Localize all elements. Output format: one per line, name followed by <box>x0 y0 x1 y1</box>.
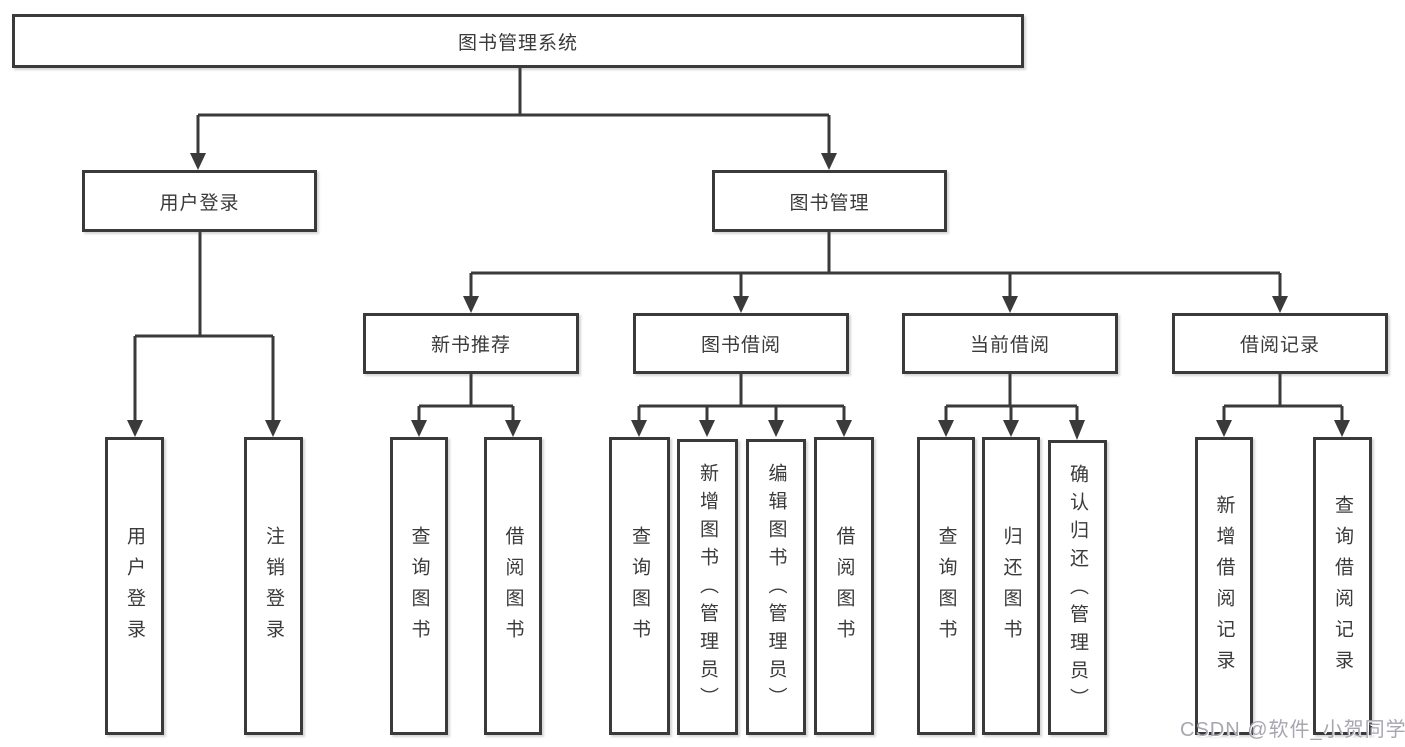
node-book-borrow-label: 图书借阅 <box>700 335 781 356</box>
node-user-login: 用户登录 <box>82 170 317 232</box>
leaf-borrow-books-recommend-label: 借阅图书 <box>502 526 524 650</box>
leaf-query-books-current-label: 查询图书 <box>935 526 957 650</box>
leaf-return-books-label: 归还图书 <box>1000 526 1022 650</box>
leaf-query-books-recommend: 查询图书 <box>390 437 448 735</box>
leaf-add-book-admin-label: 新增图书（管理员） <box>697 463 718 715</box>
leaf-add-book-admin: 新增图书（管理员） <box>677 439 738 735</box>
leaf-user-login-label: 用户登录 <box>124 526 145 650</box>
node-user-login-label: 用户登录 <box>159 192 240 214</box>
node-book-management-label: 图书管理 <box>789 192 870 214</box>
leaf-query-books-borrow-label: 查询图书 <box>629 526 650 650</box>
node-book-management: 图书管理 <box>712 170 947 232</box>
leaf-borrow-books-borrow: 借阅图书 <box>814 437 874 735</box>
node-new-book-recommend-label: 新书推荐 <box>430 335 511 356</box>
leaf-return-books: 归还图书 <box>982 437 1040 735</box>
leaf-add-borrow-record-label: 新增借阅记录 <box>1213 495 1235 681</box>
leaf-edit-book-admin-label: 编辑图书（管理员） <box>765 463 787 715</box>
leaf-confirm-return-admin-label: 确认归还（管理员） <box>1067 463 1088 716</box>
leaf-user-login: 用户登录 <box>105 437 164 735</box>
leaf-logout-label: 注销登录 <box>263 526 284 650</box>
leaf-add-borrow-record: 新增借阅记录 <box>1195 437 1253 735</box>
leaf-query-books-recommend-label: 查询图书 <box>408 526 430 650</box>
arrow-down-icons <box>127 153 1350 440</box>
node-new-book-recommend: 新书推荐 <box>363 313 579 374</box>
node-root: 图书管理系统 <box>12 14 1024 68</box>
leaf-query-borrow-record-label: 查询借阅记录 <box>1332 495 1353 681</box>
leaf-borrow-books-recommend: 借阅图书 <box>484 437 542 735</box>
node-current-borrow: 当前借阅 <box>902 313 1118 374</box>
leaf-query-borrow-record: 查询借阅记录 <box>1313 437 1372 735</box>
watermark: CSDN @软件_小贺同学 <box>1180 719 1405 741</box>
leaf-logout: 注销登录 <box>244 437 303 735</box>
leaf-query-books-current: 查询图书 <box>917 437 975 735</box>
leaf-confirm-return-admin: 确认归还（管理员） <box>1048 440 1107 735</box>
node-current-borrow-label: 当前借阅 <box>969 335 1050 356</box>
leaf-edit-book-admin: 编辑图书（管理员） <box>746 439 806 735</box>
node-borrow-records-label: 借阅记录 <box>1239 335 1320 356</box>
leaf-borrow-books-borrow-label: 借阅图书 <box>833 526 855 650</box>
leaf-query-books-borrow: 查询图书 <box>609 437 670 735</box>
node-root-label: 图书管理系统 <box>457 32 578 54</box>
node-borrow-records: 借阅记录 <box>1172 313 1388 374</box>
node-book-borrow: 图书借阅 <box>633 313 849 374</box>
